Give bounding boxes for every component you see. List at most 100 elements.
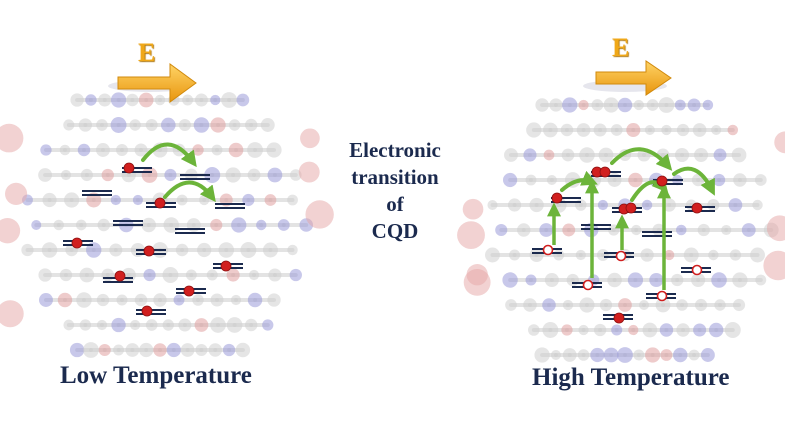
lattice-atom [195, 343, 208, 357]
lattice-atom [603, 347, 619, 363]
lattice-atom [674, 147, 690, 163]
lattice-atom [206, 269, 218, 281]
lattice-atom [262, 319, 274, 331]
lattice-atom [60, 169, 72, 181]
lattice-atom [134, 143, 148, 157]
lattice-atom [562, 299, 574, 311]
lattice-atom [64, 192, 80, 208]
lattice-atom [553, 249, 565, 261]
lattice-atom [130, 319, 141, 331]
lattice-atom [645, 347, 661, 363]
lattice-edge-atom [466, 264, 488, 286]
lattice-atom [578, 99, 589, 111]
lattice-atom [268, 268, 282, 282]
lattice-atom [244, 118, 258, 132]
lattice-atom [724, 322, 741, 338]
lattice-atom [228, 119, 241, 131]
lattice-atom [145, 119, 158, 131]
lattice-atom [697, 223, 710, 237]
lattice-atom [673, 347, 688, 363]
lattice-atom [235, 342, 251, 358]
lattice-atom [528, 324, 540, 336]
lattice-atom [617, 347, 633, 363]
lattice-atom [38, 293, 53, 307]
right-field-arrow [583, 60, 672, 96]
lattice-atom [688, 349, 700, 361]
lattice-atom [649, 272, 664, 288]
left-field-arrow [108, 63, 197, 103]
lattice-atom [160, 117, 176, 133]
lattice-atom [598, 147, 614, 163]
lattice-atom [549, 98, 563, 112]
lattice-atom [529, 247, 544, 263]
lattice-atom [75, 219, 87, 231]
lattice-edge-atom [774, 131, 785, 154]
lattice-atom [529, 197, 544, 213]
lattice-atom [226, 317, 243, 333]
lattice-atom [713, 148, 727, 162]
electron-dot [71, 237, 83, 249]
hole-circle [615, 250, 627, 262]
lattice-atom [644, 124, 655, 136]
center-caption: Electronic transition of CQD [320, 137, 470, 245]
lattice-atom [59, 144, 71, 156]
lattice-atom [210, 293, 224, 307]
lattice-atom [640, 248, 654, 262]
lattice-atom [542, 298, 556, 312]
lattice-atom [750, 247, 765, 263]
lattice-atom [231, 217, 247, 233]
lattice-atom [633, 349, 645, 361]
lattice-atom [178, 318, 192, 332]
lattice-atom [711, 272, 727, 288]
electron-dot [691, 202, 703, 214]
lattice-atom [707, 199, 720, 211]
lattice-atom [226, 268, 240, 282]
lattice-atom [129, 119, 141, 131]
right-field-symbol: E [612, 33, 630, 62]
lattice-atom [610, 124, 623, 136]
lattice-atom [166, 342, 181, 358]
lattice-atom [86, 192, 102, 208]
lattice-atom [163, 217, 180, 233]
lattice-atom [145, 319, 158, 331]
lattice-atom [562, 348, 577, 362]
lattice-atom [110, 194, 121, 206]
lattice-atom [733, 173, 747, 187]
lattice-atom [664, 249, 675, 261]
lattice-atom [526, 122, 542, 138]
lattice-atom [727, 124, 739, 136]
lattice-atom [566, 273, 579, 287]
lattice-atom [661, 124, 672, 136]
lattice-atom [192, 144, 204, 156]
lattice-edge-atom [0, 218, 21, 244]
lattice-atom [98, 93, 112, 107]
lattice-atom [228, 142, 244, 158]
lattice-atom [502, 272, 518, 288]
lattice-atom [101, 168, 114, 182]
lattice-atom [546, 174, 557, 186]
lattice-atom [728, 198, 743, 212]
lattice-atom [266, 142, 282, 158]
lattice-atom [754, 174, 767, 186]
lattice-atom [222, 343, 236, 357]
lattice-atom [178, 118, 191, 132]
lattice-atom [617, 97, 633, 113]
lattice-atom [534, 347, 550, 363]
lattice-atom [691, 272, 706, 288]
lattice-atom [210, 317, 226, 333]
lattice-atom [638, 299, 650, 311]
lattice-atom [225, 167, 241, 183]
hole-circle [691, 264, 703, 276]
lattice-atom [277, 219, 290, 231]
lattice-atom [59, 268, 73, 282]
lattice-atom [256, 219, 267, 231]
lattice-atom [134, 293, 148, 307]
lattice-atom [197, 242, 212, 258]
lattice-atom [683, 247, 699, 263]
lattice-atom [41, 242, 58, 258]
electron-dot [141, 305, 153, 317]
lattice-atom [646, 99, 659, 111]
lattice-atom [700, 348, 715, 362]
lattice-atom [97, 218, 110, 232]
lattice-atom [242, 193, 255, 207]
